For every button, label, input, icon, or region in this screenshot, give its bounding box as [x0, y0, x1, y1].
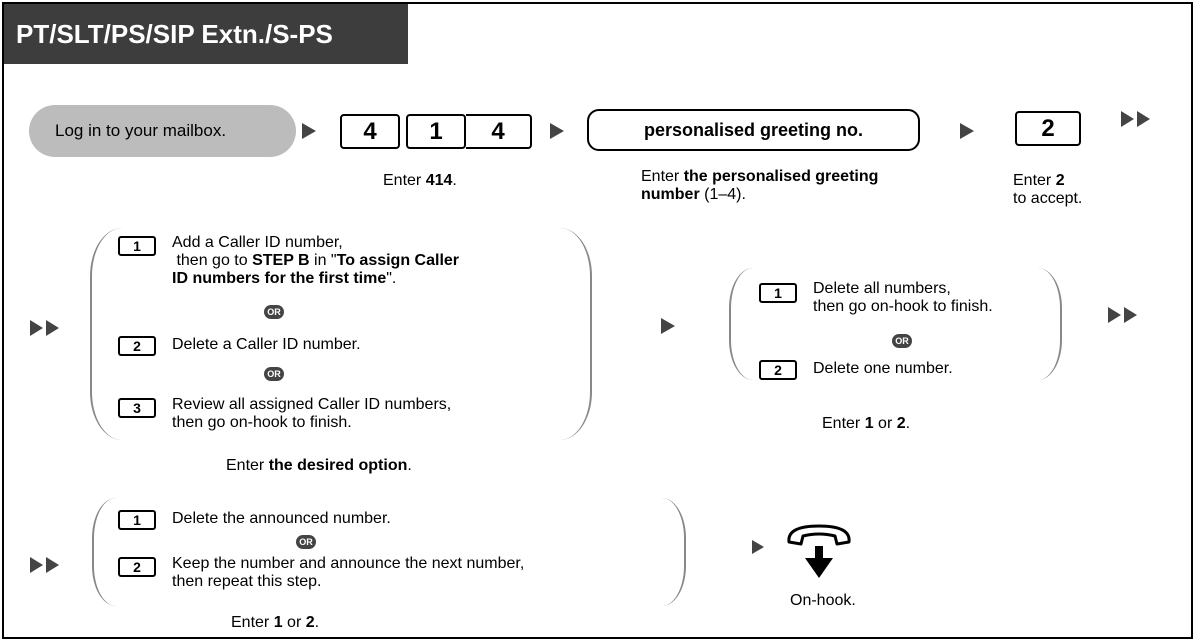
arrow-icon	[661, 318, 675, 334]
fast-forward-icon-2	[1124, 307, 1137, 323]
on-hook-caption: On-hook.	[790, 592, 856, 609]
option-key-2: 2	[118, 557, 156, 577]
fast-forward-icon-2	[46, 320, 59, 336]
enter-414-caption: Enter 414.	[383, 172, 457, 189]
bracket-right	[1038, 268, 1062, 380]
or-badge: OR	[892, 334, 912, 348]
option-key-1: 1	[759, 283, 797, 303]
page-title: PT/SLT/PS/SIP Extn./S-PS	[4, 4, 408, 64]
option-2-text: Delete a Caller ID number.	[172, 336, 361, 353]
arrow-icon	[752, 540, 764, 554]
arrow-icon	[550, 123, 564, 139]
option-key-1: 1	[118, 510, 156, 530]
enter-greeting-caption: Enter the personalised greeting number (…	[641, 168, 879, 203]
enter-1-or-2-caption: Enter 1 or 2.	[822, 415, 911, 432]
option-key-3: 3	[118, 398, 156, 418]
enter-1-or-2-caption: Enter 1 or 2.	[231, 614, 320, 631]
arrow-icon	[960, 123, 974, 139]
bracket-left	[729, 268, 753, 380]
or-badge: OR	[264, 367, 284, 381]
key-2: 2	[1015, 111, 1081, 146]
option-2-text: Keep the number and announce the next nu…	[172, 555, 525, 590]
bracket-left	[92, 498, 118, 606]
option-key-2: 2	[118, 336, 156, 356]
bracket-left	[90, 228, 122, 440]
or-badge: OR	[264, 305, 284, 319]
option-1-text: Add a Caller ID number, then go to STEP …	[172, 234, 460, 287]
key-1: 1	[406, 114, 466, 149]
fast-forward-icon	[1121, 111, 1134, 127]
fast-forward-icon	[30, 320, 43, 336]
bracket-right	[560, 228, 592, 440]
bracket-right	[660, 498, 686, 606]
key-4b: 4	[466, 114, 532, 149]
option-3-text: Review all assigned Caller ID numbers,th…	[172, 396, 452, 431]
key-4: 4	[340, 114, 400, 149]
fast-forward-icon	[1108, 307, 1121, 323]
option-1-text: Delete the announced number.	[172, 510, 391, 527]
login-step: Log in to your mailbox.	[29, 105, 296, 157]
enter-option-caption: Enter the desired option.	[226, 457, 412, 474]
option-2-text: Delete one number.	[813, 360, 953, 377]
fast-forward-icon-2	[46, 557, 59, 573]
greeting-number-box: personalised greeting no.	[587, 109, 920, 151]
option-key-2: 2	[759, 360, 797, 380]
option-1-text: Delete all numbers,then go on-hook to fi…	[813, 280, 993, 315]
or-badge: OR	[296, 535, 316, 549]
fast-forward-icon	[30, 557, 43, 573]
option-key-1: 1	[118, 236, 156, 256]
handset-down-icon	[783, 520, 855, 584]
arrow-icon	[302, 123, 316, 139]
fast-forward-icon-2	[1137, 111, 1150, 127]
